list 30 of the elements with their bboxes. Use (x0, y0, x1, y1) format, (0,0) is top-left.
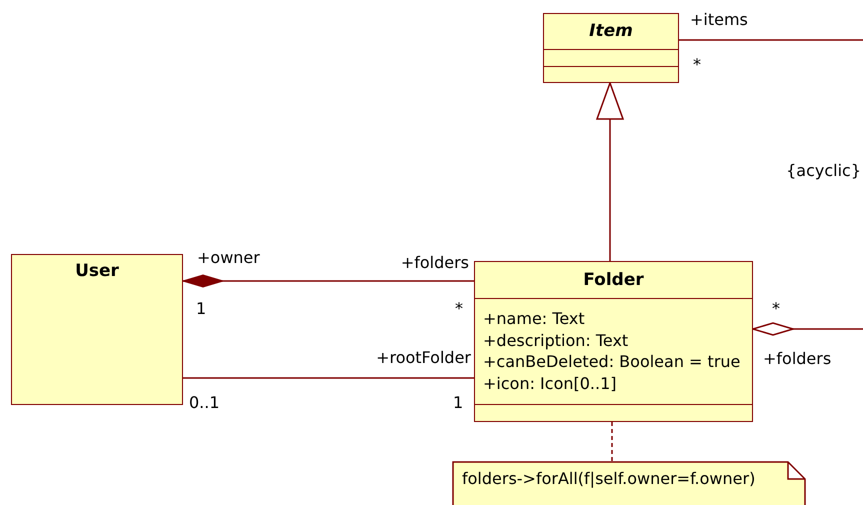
role-name: +items (690, 9, 748, 31)
note-shape (452, 461, 806, 505)
class-name: Item (588, 20, 634, 43)
attribute-text: +description: Text (483, 330, 630, 351)
constraint-text: folders->forAll(f|self.owner=f.owner) (461, 468, 756, 490)
multiplicity: * (772, 298, 780, 320)
composition-line (182, 274, 474, 288)
class-box (474, 261, 753, 422)
role-name: +folders (400, 252, 469, 274)
class-name: User (74, 260, 120, 283)
multiplicity: * (455, 298, 463, 320)
association-line (679, 39, 863, 41)
note-connector (611, 422, 613, 461)
class-box (11, 254, 183, 405)
association-line (183, 377, 474, 379)
multiplicity: * (693, 54, 701, 76)
aggregation-line (752, 322, 863, 336)
generalization-arrow (596, 82, 624, 261)
role-name: +rootFolder (376, 347, 471, 369)
class-box (543, 13, 679, 83)
constraint-text: {acyclic} (786, 160, 861, 182)
multiplicity: 1 (196, 298, 206, 320)
role-name: +owner (197, 247, 260, 269)
multiplicity: 0..1 (189, 392, 220, 414)
attribute-text: +canBeDeleted: Boolean = true (483, 351, 742, 372)
class-name: Folder (582, 269, 645, 292)
attribute-text: +name: Text (483, 308, 586, 330)
multiplicity: 1 (453, 392, 464, 414)
attribute-text: +icon: Icon[0..1] (483, 372, 618, 394)
role-name: +folders (763, 348, 832, 370)
